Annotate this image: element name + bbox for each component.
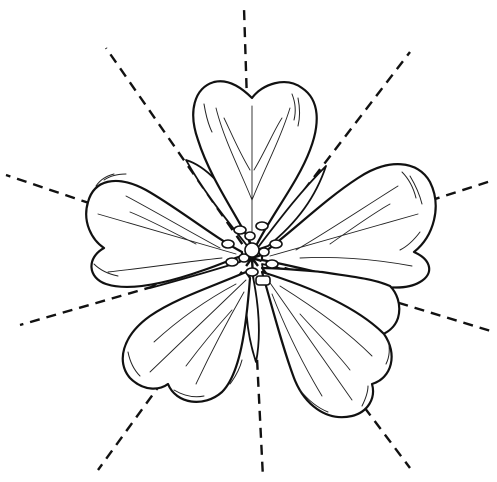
petal-top (193, 81, 316, 246)
stamen (226, 258, 238, 266)
stamen (256, 222, 268, 230)
petal-lower-right (262, 268, 399, 417)
stamen (222, 240, 234, 248)
stamen (259, 248, 269, 256)
pistil (245, 243, 259, 257)
stamen (234, 226, 246, 234)
petal-lower-left (123, 272, 250, 402)
stamen (270, 240, 282, 248)
stamen (266, 260, 278, 268)
stamen (246, 268, 258, 276)
ovary-base (256, 276, 270, 285)
stamen (245, 232, 255, 240)
